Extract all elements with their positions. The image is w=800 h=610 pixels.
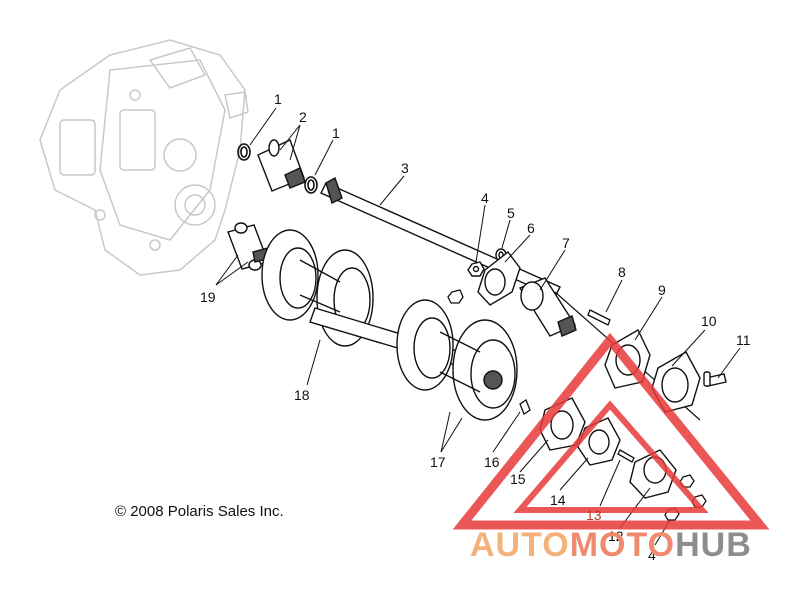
pin-13 <box>617 449 635 463</box>
watermark-logo: AUTOMOTOHUB <box>470 526 752 565</box>
bolt-11 <box>703 371 727 387</box>
callout-18: 18 <box>294 387 310 403</box>
callout-9: 9 <box>658 282 666 298</box>
callout-4b: 4 <box>648 547 656 563</box>
callout-labels: 1 2 1 3 4 5 6 7 8 9 10 11 19 18 17 16 15… <box>200 91 751 563</box>
bearing-flange-6 <box>477 251 521 306</box>
watermark-part3: HUB <box>675 526 752 564</box>
callout-15: 15 <box>510 471 526 487</box>
sprocket-nut <box>447 289 464 304</box>
watermark-triangle <box>452 332 770 530</box>
snap-ring-1b <box>304 176 318 194</box>
callout-7: 7 <box>562 235 570 251</box>
copyright-notice: © 2008 Polaris Sales Inc. <box>115 503 284 520</box>
drive-sprocket-17 <box>396 299 518 421</box>
watermark-part2: MOTO <box>569 526 676 564</box>
callout-10: 10 <box>701 313 717 329</box>
callout-17: 17 <box>430 454 446 470</box>
callout-16: 16 <box>484 454 500 470</box>
callout-8: 8 <box>618 264 626 280</box>
seal-10 <box>651 351 701 413</box>
callout-19: 19 <box>200 289 216 305</box>
callout-14: 14 <box>550 492 566 508</box>
callout-12: 12 <box>608 528 624 544</box>
callout-5: 5 <box>507 205 515 221</box>
callout-2: 2 <box>299 109 307 125</box>
bearing-7 <box>518 277 577 337</box>
gearcase-housing <box>39 39 249 276</box>
callout-4a: 4 <box>481 190 489 206</box>
callout-3: 3 <box>401 160 409 176</box>
key-8 <box>587 309 611 326</box>
callout-11: 11 <box>736 332 751 348</box>
watermark-part1: AUTO <box>470 526 570 564</box>
callout-13: 13 <box>586 507 602 523</box>
bolt-16 <box>519 399 531 415</box>
nut-4a <box>467 261 485 277</box>
bearing-cap-12 <box>629 449 677 499</box>
snap-ring-1a <box>237 143 251 161</box>
needle-bearing-19 <box>227 222 271 271</box>
callout-6: 6 <box>527 220 535 236</box>
callout-1a: 1 <box>274 91 282 107</box>
callout-1b: 1 <box>332 125 340 141</box>
